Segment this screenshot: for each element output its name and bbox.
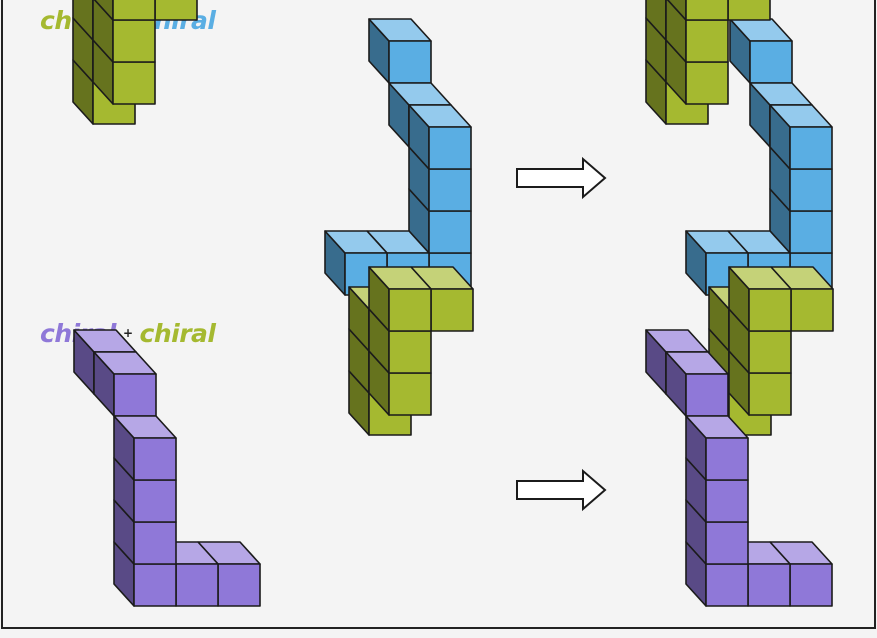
purple-piece-row2 bbox=[73, 329, 261, 607]
cube bbox=[729, 18, 793, 84]
cube-front-face bbox=[430, 288, 474, 332]
cube bbox=[685, 230, 749, 296]
cube-front-face bbox=[749, 40, 793, 84]
blue-piece-row1 bbox=[324, 18, 472, 296]
cube bbox=[368, 266, 432, 332]
cube-front-face bbox=[133, 437, 177, 481]
cube-front-face bbox=[685, 19, 729, 63]
cube-front-face bbox=[705, 437, 749, 481]
cube bbox=[770, 266, 834, 332]
cube bbox=[113, 415, 177, 481]
right-arrow-row2 bbox=[516, 468, 607, 512]
cube-front-face bbox=[133, 479, 177, 523]
cube-front-face bbox=[133, 563, 177, 607]
green-piece-row2 bbox=[348, 266, 474, 436]
cube bbox=[368, 308, 432, 374]
cube bbox=[408, 104, 472, 170]
cube bbox=[728, 308, 792, 374]
cube bbox=[665, 351, 729, 417]
cube-front-face bbox=[705, 479, 749, 523]
cube bbox=[728, 350, 792, 416]
cube bbox=[685, 415, 749, 481]
cube bbox=[666, 0, 729, 21]
cube bbox=[769, 104, 833, 170]
cube-front-face bbox=[388, 372, 432, 416]
cube-front-face bbox=[112, 61, 156, 105]
cube-front-face bbox=[705, 521, 749, 565]
cube-front-face bbox=[727, 0, 771, 21]
green-piece-row1 bbox=[72, 0, 198, 125]
right-arrow-row1 bbox=[516, 156, 607, 200]
cube bbox=[728, 266, 792, 332]
cube-front-face bbox=[789, 126, 833, 170]
cube-front-face bbox=[428, 168, 472, 212]
cube-front-face bbox=[748, 330, 792, 374]
cube-front-face bbox=[789, 168, 833, 212]
cube-front-face bbox=[113, 373, 157, 417]
combined-green-part bbox=[645, 0, 771, 125]
combined-blue-part bbox=[685, 18, 833, 296]
cube bbox=[368, 18, 432, 84]
cube bbox=[113, 541, 177, 607]
cube-front-face bbox=[388, 40, 432, 84]
cube bbox=[324, 230, 388, 296]
cube-front-face bbox=[217, 563, 261, 607]
cube-front-face bbox=[789, 563, 833, 607]
cube-front-face bbox=[133, 521, 177, 565]
cube-front-face bbox=[705, 563, 749, 607]
combined-purple-part bbox=[645, 329, 833, 607]
cube-front-face bbox=[685, 0, 729, 21]
cube-front-face bbox=[790, 288, 834, 332]
cube-front-face bbox=[112, 0, 156, 21]
cube-front-face bbox=[154, 0, 198, 21]
cube-front-face bbox=[789, 210, 833, 254]
cube-front-face bbox=[685, 373, 729, 417]
cube-front-face bbox=[388, 288, 432, 332]
cube-front-face bbox=[685, 61, 729, 105]
cube-front-face bbox=[748, 288, 792, 332]
row2-right-word: chiral bbox=[139, 319, 216, 348]
cube bbox=[93, 351, 157, 417]
cube-front-face bbox=[388, 330, 432, 374]
cube-front-face bbox=[428, 126, 472, 170]
cube bbox=[93, 0, 156, 21]
cube-front-face bbox=[112, 19, 156, 63]
cube bbox=[769, 146, 833, 212]
cube-front-face bbox=[747, 563, 791, 607]
cube bbox=[368, 350, 432, 416]
cube-front-face bbox=[175, 563, 219, 607]
cube-front-face bbox=[748, 372, 792, 416]
row2-plus: + bbox=[122, 326, 133, 340]
cube bbox=[665, 39, 729, 105]
cube-front-face bbox=[428, 210, 472, 254]
